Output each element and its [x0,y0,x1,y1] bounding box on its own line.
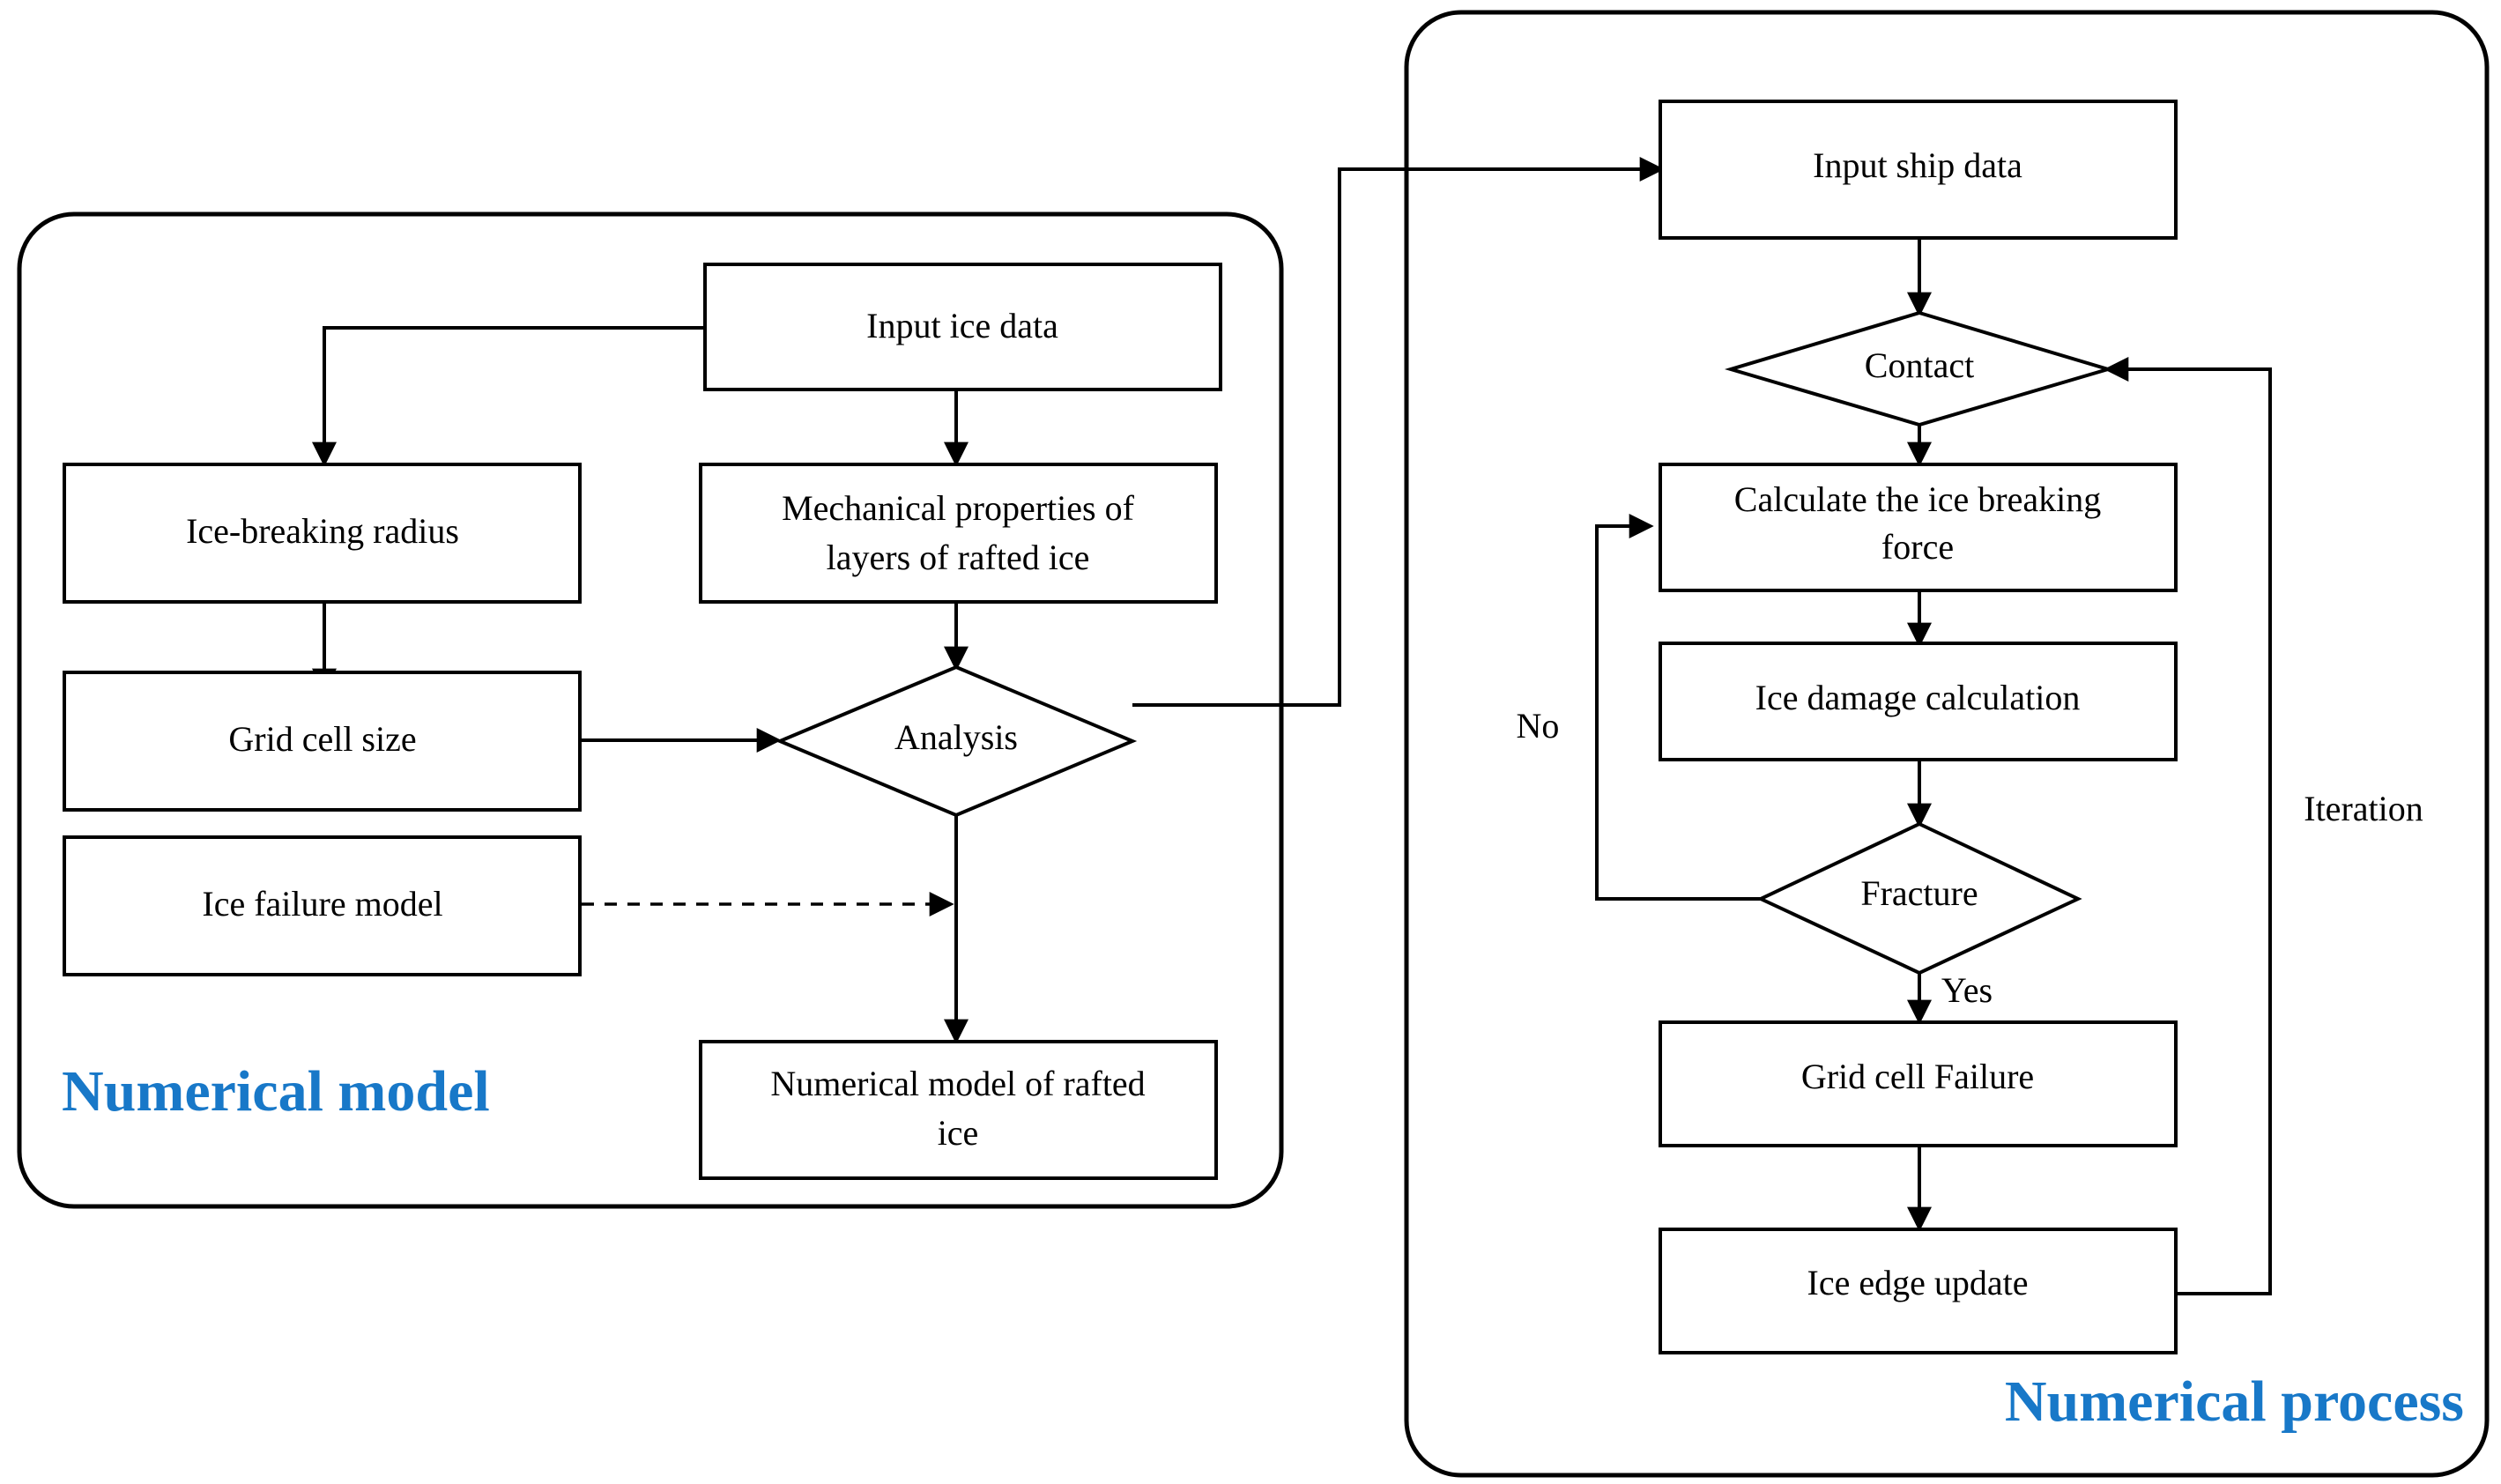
edge-label-iteration: Iteration [2304,789,2423,828]
node-input-ship-data-label: Input ship data [1813,145,2022,185]
node-ice-failure-model[interactable]: Ice failure model [63,835,582,976]
node-grid-cell-size-label: Grid cell size [228,719,416,759]
edge-fracture-no-loop [1595,514,1822,901]
node-calculate-ice-breaking-force-label-line1: Calculate the ice breaking [1734,479,2101,519]
node-ice-edge-update[interactable]: Ice edge update [1659,1228,2178,1354]
node-grid-cell-failure-label: Grid cell Failure [1801,1057,2034,1096]
node-fracture[interactable]: Fracture [1756,821,2082,976]
node-fracture-label: Fracture [1860,873,1978,913]
node-input-ice-data-label: Input ice data [866,306,1058,345]
node-mechanical-properties-label-line1: Mechanical properties of [782,488,1135,528]
edge-iteration-loop [2104,357,2272,1295]
node-numerical-model-of-rafted-ice-label-line1: Numerical model of rafted [770,1064,1145,1103]
node-analysis-label: Analysis [894,717,1018,757]
node-grid-cell-failure[interactable]: Grid cell Failure [1659,1020,2178,1147]
node-ice-breaking-radius[interactable]: Ice-breaking radius [63,463,582,604]
panel-title-numerical-process: Numerical process [2005,1369,2464,1434]
edge-label-no: No [1517,706,1560,746]
node-input-ice-data[interactable]: Input ice data [703,263,1222,391]
panel-numerical-process [1404,10,2490,1478]
node-ice-damage-calculation[interactable]: Ice damage calculation [1659,642,2178,761]
node-calculate-ice-breaking-force-label-line2: force [1881,527,1954,567]
node-contact-label: Contact [1865,345,1974,385]
edge-analysis-to-input-ship [1132,157,1665,707]
panel-title-numerical-model: Numerical model [62,1059,490,1124]
node-analysis[interactable]: Analysis [775,664,1138,818]
node-ice-failure-model-label: Ice failure model [202,884,442,924]
node-mechanical-properties-label-line2: layers of rafted ice [827,538,1090,577]
node-ice-edge-update-label: Ice edge update [1807,1263,2029,1302]
node-calculate-ice-breaking-force[interactable]: Calculate the ice breaking force [1659,463,2178,592]
node-mechanical-properties[interactable]: Mechanical properties of layers of rafte… [699,463,1218,604]
node-numerical-model-of-rafted-ice[interactable]: Numerical model of rafted ice [699,1040,1218,1180]
node-ice-damage-calculation-label: Ice damage calculation [1755,678,2081,717]
panel-numerical-model [17,211,1284,1209]
node-input-ship-data[interactable]: Input ship data [1659,100,2178,240]
node-numerical-model-of-rafted-ice-label-line2: ice [938,1113,979,1153]
node-ice-breaking-radius-label: Ice-breaking radius [186,511,459,551]
node-contact[interactable]: Contact [1724,310,2115,427]
edge-input-ice-to-radius [312,326,705,467]
node-grid-cell-size[interactable]: Grid cell size [63,671,582,812]
edge-label-yes: Yes [1941,970,1993,1010]
